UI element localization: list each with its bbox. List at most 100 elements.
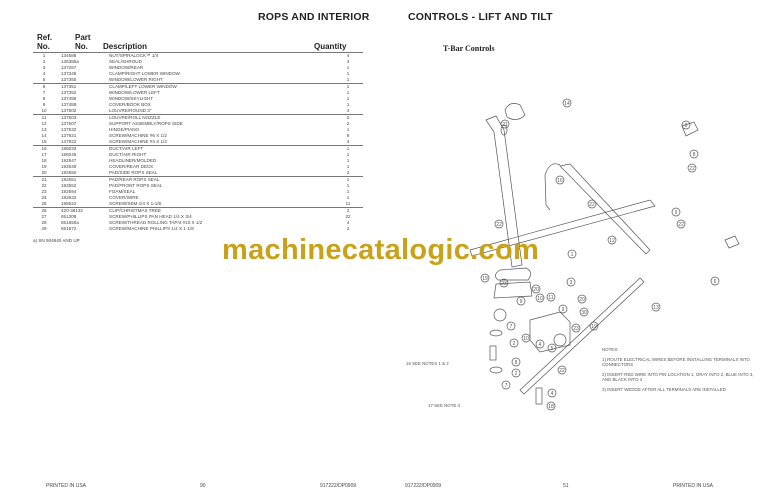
cell-ref: 22	[41, 183, 47, 188]
cell-ref: 18	[41, 158, 47, 163]
col-quantity-header: Quantity	[314, 42, 347, 51]
cell-desc: LOUVRE/ROUND 3"	[109, 108, 333, 115]
cell-ref: 11	[41, 115, 47, 120]
col-part-label: Part	[75, 33, 91, 42]
callout-label: 23	[501, 281, 507, 287]
note-1: 1) ROUTE ELECTRICAL WIRES BEFORE INSTALL…	[602, 356, 750, 368]
callout-label: 13	[653, 305, 659, 311]
cell-desc: PAD/SIDE ROPS SEAL	[109, 170, 333, 177]
cell-qty: 4	[333, 139, 363, 146]
cell-desc: HINGE/PIANO	[109, 127, 140, 132]
callout-label: 19	[591, 324, 597, 330]
cell-ref: 3	[42, 65, 46, 70]
callout-label: 20	[533, 287, 539, 293]
cell-ref: 21	[41, 177, 47, 182]
cell-ref: 25	[33, 201, 55, 208]
cell-qty: 2	[346, 115, 350, 120]
callout-label: 10	[537, 296, 543, 302]
callout-circle	[558, 304, 568, 314]
callout-circle	[500, 119, 510, 129]
handle-grip	[500, 124, 508, 136]
callout-circle	[546, 292, 556, 302]
cell-qty: 22	[345, 214, 351, 219]
cell-part: 192632	[61, 195, 77, 200]
callout-circle	[547, 388, 557, 398]
callout-circle	[547, 343, 557, 353]
notes: NOTES: 1) ROUTE ELECTRICAL WIRES BEFORE …	[602, 347, 762, 397]
see-note-16-text: SEE NOTES 1 & 2	[412, 361, 449, 366]
cell-desc: FOAM/SEAL	[109, 189, 136, 194]
callout-circle	[494, 219, 504, 229]
watermark: machinecatalogic.com	[222, 234, 540, 266]
rod-mid	[469, 199, 656, 257]
left-footer-doc-number: 917222/DP0909	[320, 483, 357, 489]
callout-label: 9	[562, 307, 565, 313]
callout-label: 18	[548, 404, 554, 410]
cell-desc: SCREW/SEM 1/4 X 1-1/8	[109, 201, 333, 208]
callout-label: 30	[581, 310, 587, 316]
cell-part: 137503	[61, 115, 77, 120]
cell-qty: 1	[346, 189, 350, 194]
callout-label: 7	[505, 383, 508, 389]
cell-qty: 1	[346, 127, 350, 132]
callout-label: 9	[675, 210, 678, 216]
cable	[544, 163, 561, 211]
callout-label: 22	[559, 368, 565, 374]
cell-qty: 4	[346, 59, 350, 64]
cell-part: 186045	[61, 152, 77, 157]
cell-ref: 7	[42, 90, 46, 95]
cell-ref: 27	[41, 214, 47, 219]
cell-qty: 1	[346, 96, 350, 101]
cell-part: 651308	[61, 214, 77, 219]
cell-part: 135385a	[61, 59, 79, 64]
cell-ref: 26	[41, 208, 47, 213]
cell-desc: LOUVRE/ROLL NOZZLE	[109, 115, 161, 120]
cell-desc: SCREW/THREAD ROLLING TAP/4 #10 X 1/2	[109, 220, 203, 225]
rod-lower	[519, 277, 645, 395]
callout-label: 10	[523, 336, 529, 342]
cell-ref: 29	[41, 226, 47, 231]
cell-ref: 28	[41, 220, 47, 225]
callout-label: 8	[515, 360, 518, 366]
callout-label: 4	[539, 342, 542, 348]
right-footer-printed: PRINTED IN USA	[673, 483, 714, 489]
callout-circle	[511, 368, 521, 378]
callout-label: 4	[551, 391, 554, 397]
callout-label: 6	[714, 279, 717, 285]
cell-desc: PAD/FRONT ROPS SEAL	[109, 183, 163, 188]
cell-desc: CLAMP/LEFT LOWER WINDOW	[109, 84, 177, 89]
cell-part: 137921	[61, 133, 77, 138]
callout-circle	[671, 207, 681, 217]
cell-desc: WINDOW/LOWER LEFT	[109, 90, 160, 95]
cell-desc: PAD/REAR ROPS SEAL	[109, 177, 160, 182]
cell-ref: 9	[42, 102, 46, 107]
callout-circle	[681, 120, 691, 130]
bearing-2	[553, 333, 567, 347]
cell-ref: 1	[42, 53, 46, 58]
right-footer-doc-number: 917222/DP0909	[405, 483, 442, 489]
cell-ref: 14	[41, 133, 47, 138]
cell-ref: 13	[41, 127, 47, 132]
cell-ref: 8	[42, 96, 46, 101]
cell-ref: 6	[42, 84, 46, 89]
t-bar-handle	[485, 115, 523, 268]
col-ref-header: Ref.No.	[37, 33, 52, 51]
cell-desc: CLIP/CHRISTMAS TREE	[109, 208, 161, 213]
